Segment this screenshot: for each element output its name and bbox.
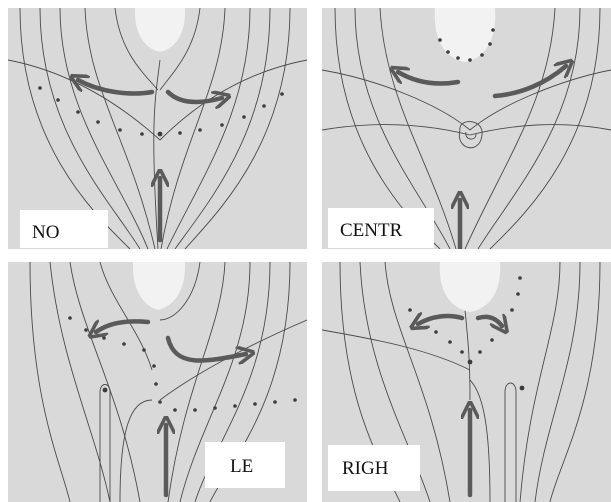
panel-le: LE — [8, 262, 307, 502]
panel-label: CENTR — [340, 220, 403, 241]
horizontal-separator — [0, 249, 611, 262]
panel-centr: CENTR — [322, 8, 611, 249]
panel-label: RIGH — [342, 458, 389, 479]
panel-label: LE — [230, 456, 253, 477]
panel-label: NO — [32, 222, 59, 243]
panel-no: NO — [8, 8, 307, 249]
panel-righ: RIGH — [322, 262, 611, 502]
